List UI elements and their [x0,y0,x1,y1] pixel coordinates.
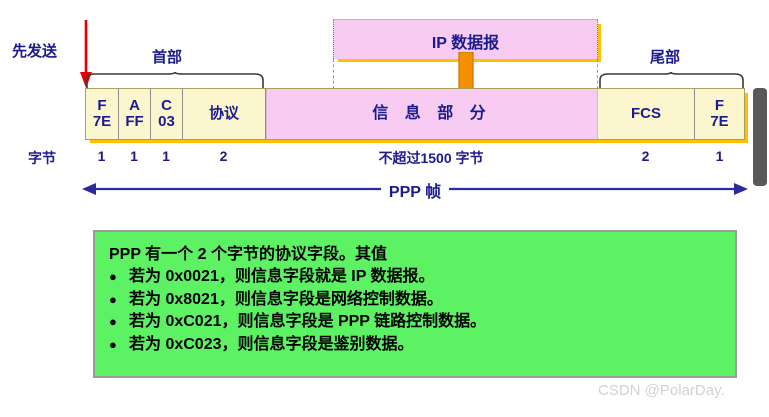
byte-count-flag-end: 1 [715,148,724,164]
vertical-scrollbar-thumb[interactable] [753,88,767,186]
ppp-frame-fields: F 7E A FF C 03 协议 信 息 部 分 FCS F 7E [85,88,745,140]
byte-count-protocol: 2 [219,148,228,164]
field-fcs: FCS [598,89,695,139]
guide-line-left [333,59,334,89]
header-brace-label: 首部 [152,49,183,66]
ip-datagram-label: IP 数据报 [431,35,500,52]
byte-count-fcs: 2 [641,148,650,164]
note-item-text-3: 若为 0xC023，则信息字段是鉴别数据。 [129,336,414,354]
field-address: A FF [119,89,151,139]
field-flag-start-line1: F [97,97,107,115]
ppp-frame-span-text: PPP 帧 [380,184,450,201]
bullet-icon: ● [109,314,117,330]
field-flag-end-line2: 7E [710,113,729,130]
trailer-brace-icon [599,72,744,88]
field-address-line1: A [129,97,140,115]
guide-line-right [597,59,598,89]
byte-count-information: 不超过1500 字节 [378,150,484,166]
field-information-label: 信 息 部 分 [372,104,492,122]
field-flag-end-line1: F [714,97,725,115]
field-control: C 03 [151,89,183,139]
byte-count-row: 字节 1 1 1 2 不超过1500 字节 2 1 [0,148,769,168]
trailer-brace-label: 尾部 [650,49,681,66]
note-item-text-0: 若为 0x0021，则信息字段就是 IP 数据报。 [129,268,435,285]
field-flag-end: F 7E [695,89,744,139]
byte-count-control: 1 [162,148,170,164]
field-control-line2: 03 [158,113,175,130]
field-control-line1: C [161,97,172,115]
note-list-item: ● 若为 0x8021，则信息字段是网络控制数据。 [109,289,735,312]
field-fcs-label: FCS [631,105,661,123]
field-address-line2: FF [125,113,144,130]
ppp-frame-span: PPP 帧 [82,178,748,202]
watermark: CSDN @PolarDay. [598,382,725,399]
note-list-item: ● 若为 0xC021，则信息字段是 PPP 链路控制数据。 [109,311,735,334]
field-flag-start: F 7E [86,89,119,139]
protocol-field-note-box: PPP 有一个 2 个字节的协议字段。其值 ● 若为 0x0021，则信息字段就… [93,230,737,378]
byte-count-address: 1 [130,148,138,164]
field-protocol: 协议 [183,89,266,139]
header-brace-icon [86,72,264,88]
field-information: 信 息 部 分 [266,89,598,139]
send-first-label: 先发送 [12,43,58,60]
bullet-icon: ● [109,337,117,353]
bullet-icon: ● [109,291,117,307]
byte-count-flag-start: 1 [97,148,106,164]
note-list-item: ● 若为 0x0021，则信息字段就是 IP 数据报。 [109,266,735,289]
field-flag-start-line2: 7E [92,113,112,130]
field-protocol-label: 协议 [208,105,239,123]
ppp-frame-span-label: PPP 帧 [82,178,748,202]
note-title: PPP 有一个 2 个字节的协议字段。其值 [109,246,387,263]
byte-count-row-label: 字节 [28,150,56,166]
bullet-icon: ● [109,269,117,284]
note-item-text-1: 若为 0x8021，则信息字段是网络控制数据。 [129,290,443,308]
note-list-item: ● 若为 0xC023，则信息字段是鉴别数据。 [109,334,735,357]
note-item-text-2: 若为 0xC021，则信息字段是 PPP 链路控制数据。 [129,313,487,331]
